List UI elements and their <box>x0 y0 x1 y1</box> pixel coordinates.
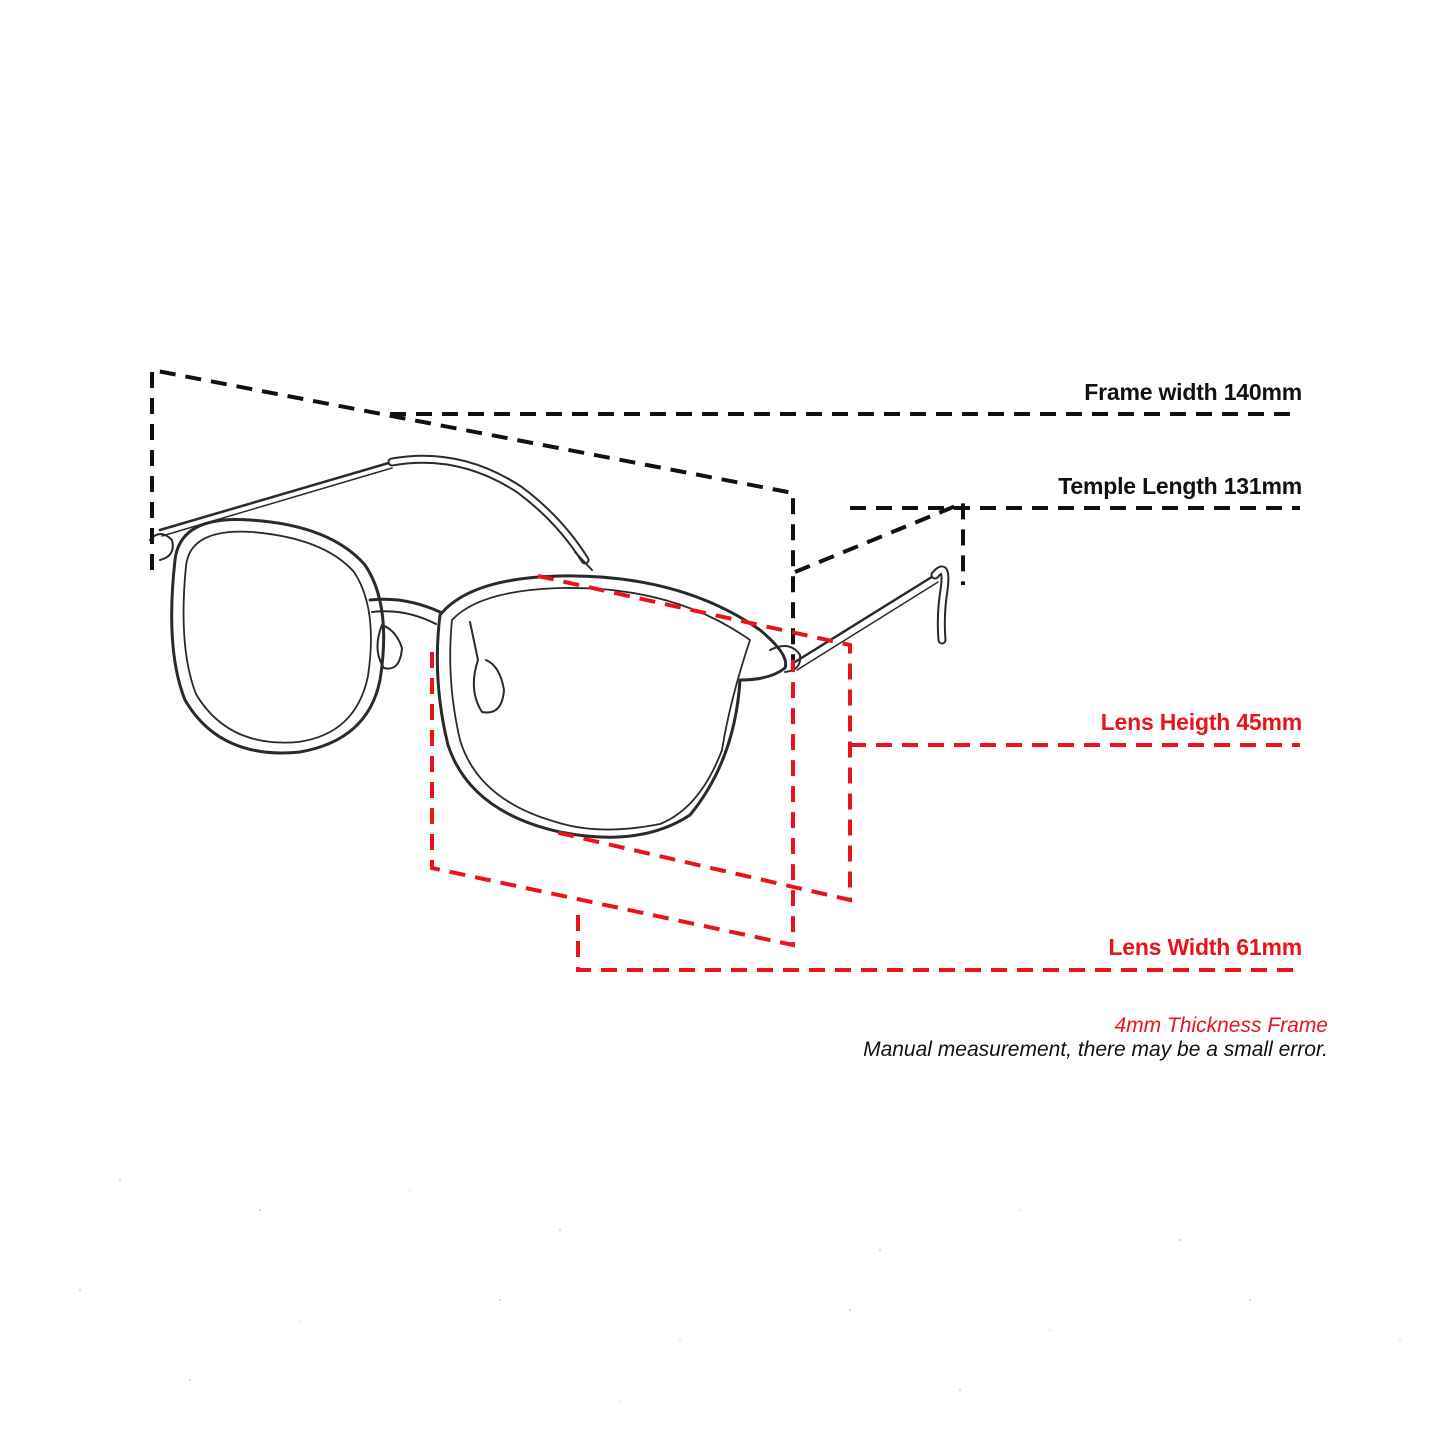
frame-width-label: Frame width 140mm <box>1084 379 1302 405</box>
paper-speckles <box>79 1179 1401 1401</box>
left-hinge <box>149 533 174 561</box>
glasses-sketch <box>149 454 950 839</box>
lens-width-label: Lens Width 61mm <box>1108 934 1302 960</box>
right-lens-frame <box>435 574 788 839</box>
lens-height-guide <box>537 574 1300 903</box>
left-temple <box>158 460 394 532</box>
frame-width-guide <box>150 367 1300 672</box>
disclaimer-note: Manual measurement, there may be a small… <box>863 1038 1328 1061</box>
right-temple <box>793 573 937 664</box>
lens-height-label: Lens Heigth 45mm <box>1100 709 1302 735</box>
temple-length-guide <box>794 500 1300 585</box>
right-nose-pad <box>469 621 505 714</box>
thickness-note: 4mm Thickness Frame <box>1114 1014 1328 1037</box>
bridge <box>368 597 442 614</box>
left-nose-pad <box>376 624 403 670</box>
lens-width-guide <box>430 652 1300 972</box>
left-lens-frame <box>170 518 386 755</box>
temple-length-label: Temple Length 131mm <box>1058 473 1302 499</box>
